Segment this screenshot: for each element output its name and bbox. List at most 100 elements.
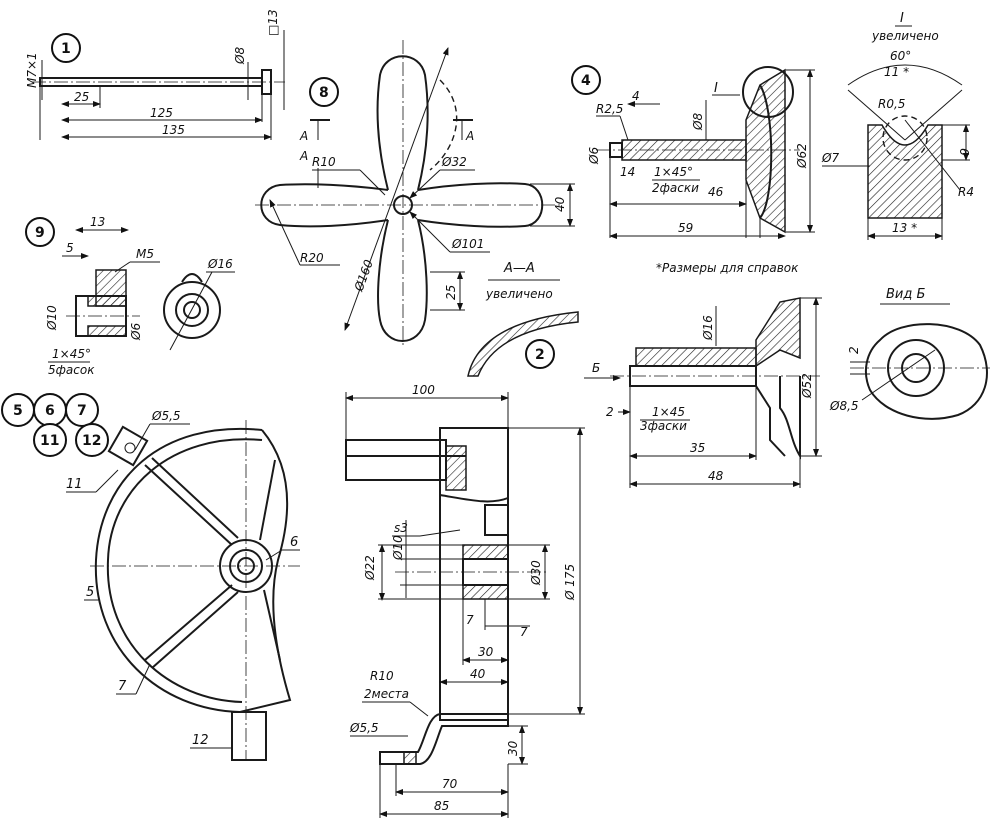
hub-outer-circle (163, 281, 221, 339)
part-4-callout (571, 65, 601, 95)
view-b-title: Вид Б (886, 287, 925, 302)
part-9-callout (25, 217, 55, 247)
dim-85: 85 (434, 799, 449, 813)
dim-d22: Ø22 (363, 555, 377, 581)
thread-m7x1: M7×1 (25, 52, 39, 88)
part-1-axle: 1 25 125 135 M7×1 Ø8 □13 (25, 9, 285, 140)
label-12: 12 (192, 733, 209, 748)
dim-r4: R4 (958, 185, 974, 199)
dim-59: 59 (678, 221, 693, 235)
part-8-number: 8 (319, 85, 329, 101)
dim-7-left: 7 (466, 613, 474, 627)
dim-sq13: □13 (266, 9, 280, 36)
dim-13-detail: 13 * (892, 221, 917, 235)
dim-40-bracket: 40 (470, 667, 486, 681)
detail-i-title: I (900, 11, 904, 26)
dim-135: 135 (162, 123, 185, 137)
dim-d62: Ø62 (795, 143, 809, 169)
view-b: Вид Б 2 Ø8,5 (829, 287, 990, 420)
dim-30-foot: 30 (506, 740, 520, 756)
hub-mid-circle (175, 293, 209, 327)
dim-100: 100 (412, 383, 435, 397)
dim-d10-p9: Ø10 (45, 305, 59, 331)
dim-11: 11 * (884, 65, 909, 79)
dim-r05: R0,5 (878, 97, 905, 111)
angle-60: 60° (890, 49, 911, 63)
label-7: 7 (118, 679, 127, 694)
view-b-arrow-label: Б (592, 361, 600, 375)
dim-6-detail: 6 (957, 148, 971, 156)
chamfer-count-p4: 2фаски (652, 181, 699, 195)
callout-7-num: 7 (77, 403, 87, 419)
dim-r20: R20 (300, 251, 324, 265)
dim-25: 25 (74, 90, 89, 104)
dim-d55-bracket: Ø5,5 (349, 721, 379, 735)
callout-6-num: 6 (45, 403, 55, 419)
part-8-fan: 8 A A A R10 Ø32 R20 Ø101 Ø160 40 (255, 40, 575, 345)
dim-d6: Ø6 (587, 147, 601, 165)
dim-d16-pulley: Ø16 (701, 315, 715, 341)
section-a-a: A—A увеличено 2 (467, 261, 579, 377)
part-9-number: 9 (35, 225, 45, 241)
dim-d160: Ø160 (351, 257, 376, 293)
dim-70: 70 (442, 777, 458, 791)
assembly-parts-group: 5 6 7 11 12 Ø5,5 11 5 6 (1, 393, 300, 761)
dim-25-fan: 25 (444, 285, 458, 300)
part-2-callout (525, 339, 555, 369)
dim-d7: Ø7 (821, 151, 839, 165)
dim-d52: Ø52 (800, 373, 814, 399)
dim-46: 46 (708, 185, 724, 199)
callout-12-num: 12 (82, 433, 101, 449)
dim-d85: Ø8,5 (829, 399, 859, 413)
dim-7-right: 7 (520, 625, 528, 639)
part-1-number: 1 (61, 41, 71, 57)
bracket-assembly: 100 s3 Ø10 Ø22 Ø30 Ø 175 7 7 (345, 383, 585, 818)
hub-bore-circle (183, 301, 201, 319)
detail-i-subtitle: увеличено (871, 29, 939, 43)
dim-40: 40 (553, 196, 567, 212)
chamfer-p9: 1×45° (52, 347, 91, 361)
chamfer-pulley: 1×45 (652, 405, 685, 419)
chamfer-p4: 1×45° (654, 165, 693, 179)
chamfer-count-p9: 5фасок (48, 363, 95, 377)
dim-48: 48 (708, 469, 724, 483)
detail-i-marker: I (714, 81, 718, 96)
callout-11 (33, 423, 67, 457)
dim-d55-assembly: Ø5,5 (151, 409, 181, 423)
dim-4: 4 (632, 89, 640, 103)
dim-13-p9: 13 (90, 215, 105, 229)
thickness-s3: s3 (394, 521, 408, 535)
detail-i-enlarged: I увеличено 60° 11 * R0,5 Ø7 6 R4 13 * (821, 11, 974, 240)
dim-d8: Ø8 (233, 47, 247, 65)
dim-places: 2места (364, 687, 409, 701)
label-11: 11 (66, 477, 83, 492)
dim-d6-p9: Ø6 (129, 323, 143, 341)
part-9-hub: 9 13 5 M5 Ø10 Ø6 1×45° 5фасок Ø16 (25, 215, 235, 377)
label-6: 6 (290, 535, 298, 550)
dim-d8-p4: Ø8 (691, 113, 705, 131)
dim-14: 14 (620, 165, 635, 179)
dim-35: 35 (690, 441, 705, 455)
dim-125: 125 (150, 106, 173, 120)
callout-11-num: 11 (40, 433, 59, 449)
dim-r10: R10 (312, 155, 336, 169)
dim-5-p9: 5 (66, 241, 74, 255)
detail-i-circle (742, 66, 794, 118)
part-1-callout (51, 33, 81, 63)
callout-7 (65, 393, 99, 427)
section-aa-subtitle: увеличено (485, 287, 553, 301)
dim-d30: Ø30 (529, 560, 543, 586)
part-4-number: 4 (581, 73, 591, 89)
callout-5-num: 5 (13, 403, 23, 419)
dim-2-viewb: 2 (847, 346, 861, 354)
dim-2-pulley: 2 (606, 405, 614, 419)
section-a-mark-left: A (299, 129, 308, 143)
callout-12 (75, 423, 109, 457)
part-2-number: 2 (535, 347, 545, 363)
dim-r25: R2,5 (596, 102, 623, 116)
dim-d32: Ø32 (441, 155, 467, 169)
part-4-pulley-section: 4 I R2,5 4 Ø6 Ø8 Ø62 14 1×45° 2фаски 46 … (571, 65, 815, 239)
label-5: 5 (86, 585, 94, 600)
reference-note: *Размеры для справок (656, 261, 799, 275)
